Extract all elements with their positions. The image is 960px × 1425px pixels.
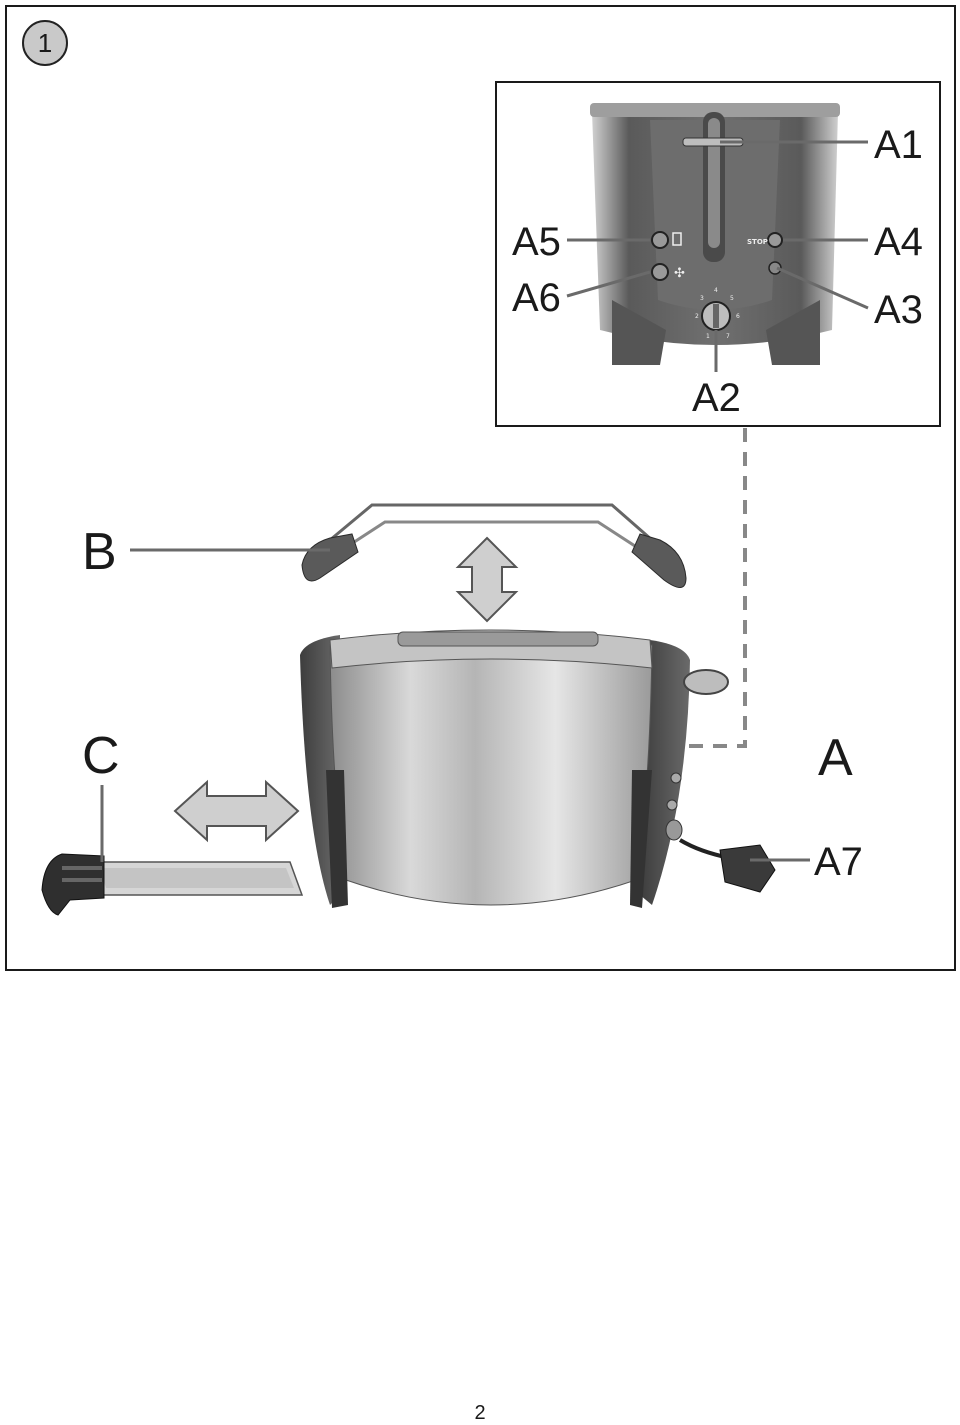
vertical-double-arrow xyxy=(455,536,519,623)
callout-a6: A6 xyxy=(512,276,561,320)
crumb-tray-c xyxy=(41,853,304,916)
toaster-diagram: ✣ STOP 1 2 3 4 5 6 7 xyxy=(41,81,941,916)
dial-number-5: 5 xyxy=(730,295,734,302)
callout-a2: A2 xyxy=(692,376,741,420)
button-a5 xyxy=(651,231,669,249)
indicator-a3 xyxy=(768,261,782,275)
callout-a3: A3 xyxy=(874,288,923,332)
dial-number-7: 7 xyxy=(726,333,730,340)
callout-a: A xyxy=(818,729,853,787)
toaster-front-view: ✣ STOP 1 2 3 4 5 6 7 xyxy=(590,103,840,365)
dial-number-4: 4 xyxy=(714,287,718,294)
stop-label: STOP xyxy=(747,238,768,246)
dial-number-3: 3 xyxy=(700,295,704,302)
page-number: 2 xyxy=(474,1402,486,1424)
bun-warmer-rack-b xyxy=(301,503,687,588)
horizontal-double-arrow xyxy=(173,779,300,843)
dial-number-6: 6 xyxy=(736,313,740,320)
dial-number-1: 1 xyxy=(706,333,710,340)
dashed-connector xyxy=(688,428,747,748)
callout-c: C xyxy=(82,727,120,785)
callout-b: B xyxy=(82,523,117,581)
callout-a1: A1 xyxy=(874,123,923,167)
callout-a7: A7 xyxy=(814,840,863,884)
callout-a5: A5 xyxy=(512,220,561,264)
svg-text:✣: ✣ xyxy=(674,266,685,281)
figure-number-badge: 1 xyxy=(22,20,68,66)
main-toaster-a xyxy=(300,629,776,908)
button-a6 xyxy=(651,263,669,281)
dial-number-2: 2 xyxy=(695,313,699,320)
callout-a4: A4 xyxy=(874,220,923,264)
plug-a7 xyxy=(719,844,776,893)
stop-button-a4 xyxy=(767,232,783,248)
figure-frame xyxy=(5,5,956,971)
inset-leader-lines xyxy=(566,140,869,372)
